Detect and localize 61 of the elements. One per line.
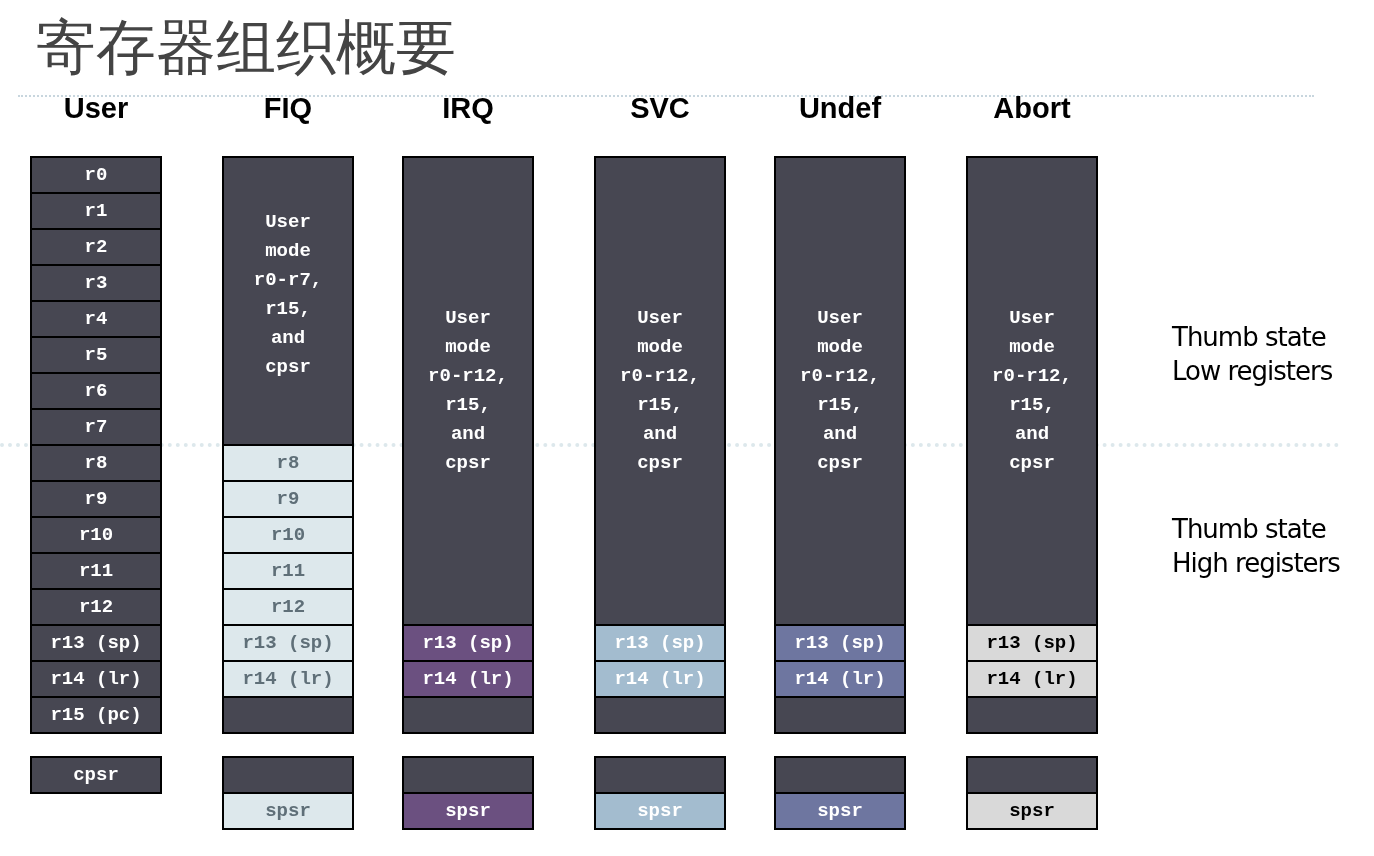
empty-register-cell xyxy=(594,756,726,794)
banked-register-cell: r8 xyxy=(222,444,354,482)
register-cell: r15 (pc) xyxy=(30,696,162,734)
empty-register-cell xyxy=(774,696,906,734)
banked-register-cell: r14 (lr) xyxy=(594,660,726,698)
banked-register-cell: r13 (sp) xyxy=(222,624,354,662)
empty-register-cell xyxy=(774,756,906,794)
register-cell: cpsr xyxy=(30,756,162,794)
shared-register-block: User mode r0-r12, r15, and cpsr xyxy=(594,156,726,626)
register-cell: r0 xyxy=(30,156,162,194)
register-cell: r14 (lr) xyxy=(30,660,162,698)
banked-register-cell: r13 (sp) xyxy=(402,624,534,662)
column-heading: FIQ xyxy=(262,92,314,125)
register-cell: r9 xyxy=(30,480,162,518)
banked-register-cell: spsr xyxy=(222,792,354,830)
banked-register-cell: r14 (lr) xyxy=(402,660,534,698)
banked-register-cell: r13 (sp) xyxy=(966,624,1098,662)
banked-register-cell: spsr xyxy=(774,792,906,830)
banked-register-cell: r9 xyxy=(222,480,354,518)
shared-register-block: User mode r0-r7, r15, and cpsr xyxy=(222,156,354,446)
banked-register-cell: spsr xyxy=(966,792,1098,830)
column-heading: SVC xyxy=(629,92,691,125)
banked-register-cell: r14 (lr) xyxy=(222,660,354,698)
register-cell: r2 xyxy=(30,228,162,266)
register-cell: r11 xyxy=(30,552,162,590)
side-note: Thumb state High registers xyxy=(1172,513,1341,580)
banked-register-cell: spsr xyxy=(594,792,726,830)
column-heading: IRQ xyxy=(441,92,495,125)
banked-register-cell: spsr xyxy=(402,792,534,830)
column-heading: Undef xyxy=(797,92,883,125)
empty-register-cell xyxy=(402,696,534,734)
shared-register-block: User mode r0-r12, r15, and cpsr xyxy=(774,156,906,626)
banked-register-cell: r11 xyxy=(222,552,354,590)
shared-register-block: User mode r0-r12, r15, and cpsr xyxy=(966,156,1098,626)
banked-register-cell: r13 (sp) xyxy=(594,624,726,662)
empty-register-cell xyxy=(594,696,726,734)
column-heading: User xyxy=(62,92,130,125)
empty-register-cell xyxy=(222,696,354,734)
register-cell: r3 xyxy=(30,264,162,302)
page-title: 寄存器组织概要 xyxy=(36,11,456,84)
register-cell: r8 xyxy=(30,444,162,482)
side-note: Thumb state Low registers xyxy=(1172,321,1334,388)
banked-register-cell: r13 (sp) xyxy=(774,624,906,662)
register-cell: r5 xyxy=(30,336,162,374)
column-heading: Abort xyxy=(992,92,1072,125)
empty-register-cell xyxy=(402,756,534,794)
register-cell: r1 xyxy=(30,192,162,230)
empty-register-cell xyxy=(966,756,1098,794)
banked-register-cell: r12 xyxy=(222,588,354,626)
banked-register-cell: r10 xyxy=(222,516,354,554)
register-cell: r4 xyxy=(30,300,162,338)
empty-register-cell xyxy=(966,696,1098,734)
register-cell: r12 xyxy=(30,588,162,626)
banked-register-cell: r14 (lr) xyxy=(966,660,1098,698)
empty-register-cell xyxy=(222,756,354,794)
register-cell: r10 xyxy=(30,516,162,554)
register-cell: r7 xyxy=(30,408,162,446)
register-cell: r6 xyxy=(30,372,162,410)
banked-register-cell: r14 (lr) xyxy=(774,660,906,698)
register-cell: r13 (sp) xyxy=(30,624,162,662)
shared-register-block: User mode r0-r12, r15, and cpsr xyxy=(402,156,534,626)
